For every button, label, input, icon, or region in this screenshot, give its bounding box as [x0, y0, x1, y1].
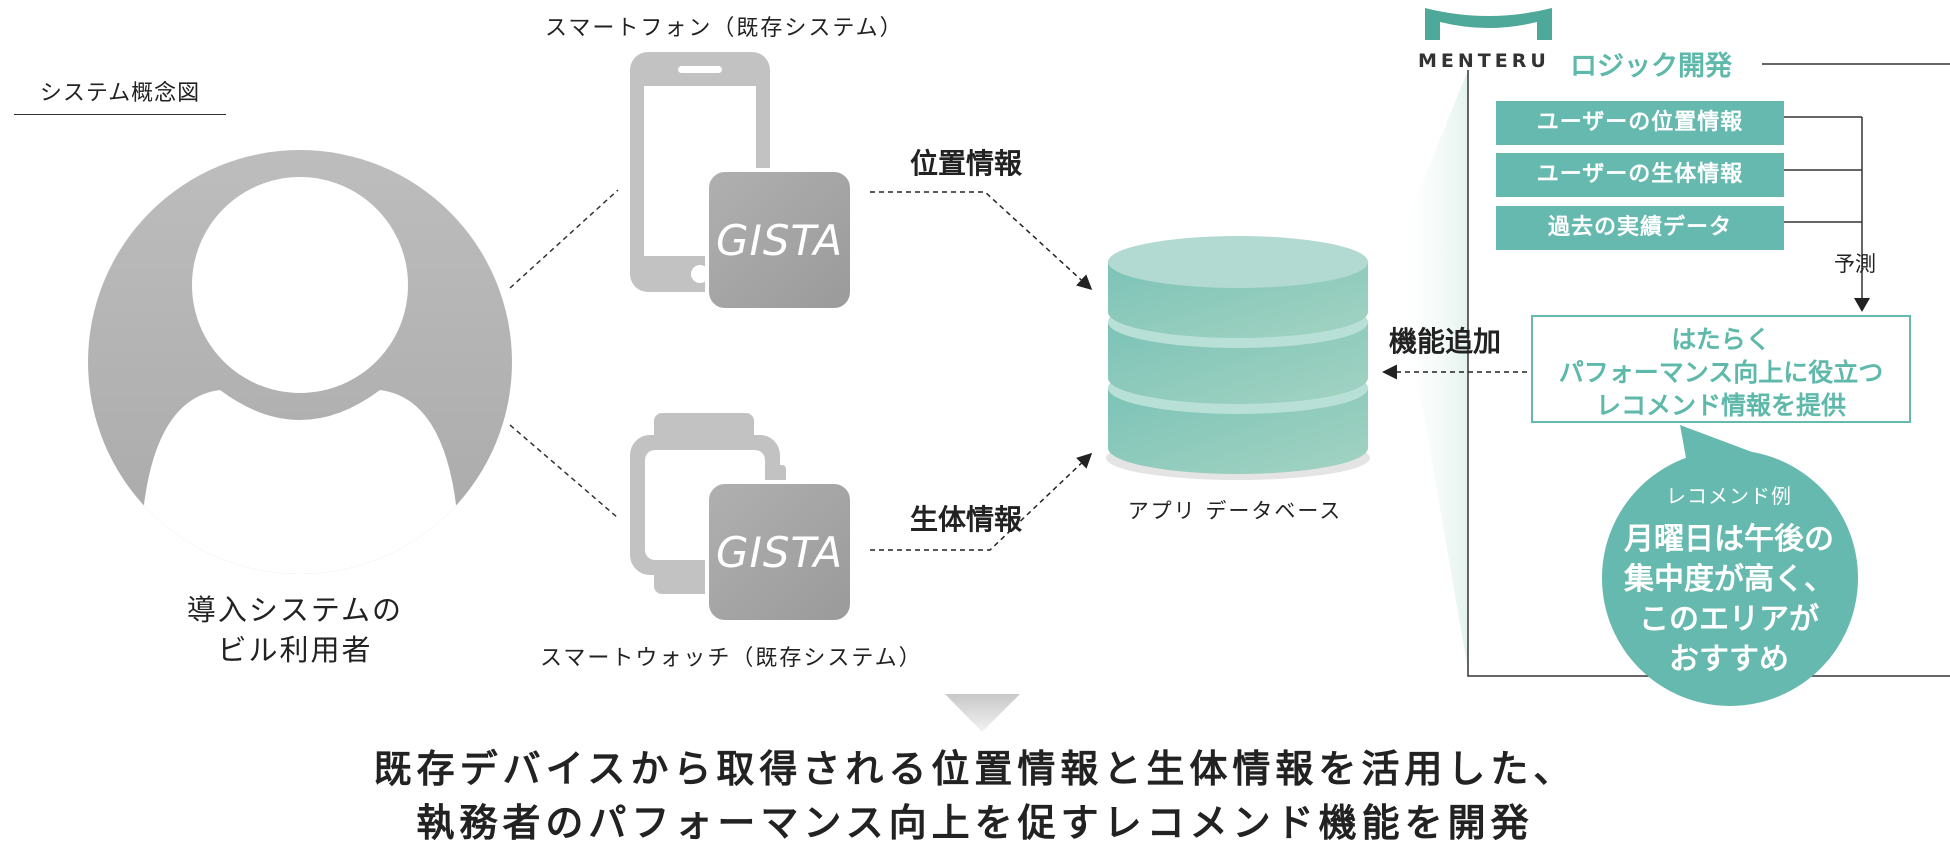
link-user-phone — [509, 189, 619, 289]
input-location: ユーザーの位置情報 — [1496, 101, 1784, 145]
smartphone-caption: スマートフォン（既存システム） — [545, 16, 904, 41]
user-avatar — [88, 150, 512, 574]
logic-title: ロジック開発 — [1570, 51, 1732, 82]
down-arrow-icon — [945, 694, 1020, 732]
conclusion-line2: 執務者のパフォーマンス向上を促すレコメンド機能を開発 — [416, 801, 1534, 845]
database-caption: アプリ データベース — [1127, 499, 1343, 523]
recommend-box: はたらく パフォーマンス向上に役立つ レコメンド情報を提供 — [1531, 315, 1911, 423]
smartwatch-caption: スマートウォッチ（既存システム） — [540, 646, 923, 671]
example-line3: このエリアが — [1639, 602, 1819, 637]
conclusion-line1: 既存デバイスから取得される位置情報と生体情報を活用した、 — [373, 747, 1577, 791]
arrow-biometric-to-db — [870, 452, 1093, 551]
input-past-data: 過去の実績データ — [1496, 206, 1784, 250]
example-line4: おすすめ — [1669, 642, 1789, 677]
gista-app-icon-watch — [705, 480, 854, 624]
recommend-example-bubble — [1602, 425, 1858, 706]
recommend-line2: パフォーマンス向上に役立つ — [1558, 358, 1884, 387]
user-caption: 導入システムの ビル利用者 — [120, 590, 470, 670]
gista-label-phone: GISTA — [715, 216, 844, 265]
biometric-label: 生体情報 — [910, 503, 1023, 536]
logic-panel-fan — [1395, 70, 1468, 670]
link-user-watch — [509, 424, 619, 519]
user-caption-line2: ビル利用者 — [217, 633, 373, 667]
location-label: 位置情報 — [910, 147, 1023, 180]
input-biometric: ユーザーの生体情報 — [1496, 153, 1784, 197]
example-text: 月曜日は午後の 集中度が高く、 このエリアが おすすめ — [1594, 520, 1864, 680]
recommend-line3: レコメンド情報を提供 — [1595, 391, 1846, 420]
example-line1: 月曜日は午後の — [1624, 522, 1834, 557]
arrow-location-to-db — [870, 191, 1093, 291]
gista-label-watch: GISTA — [715, 528, 844, 577]
brand-name: MENTERU — [1418, 50, 1550, 72]
gista-app-icon-phone — [705, 168, 854, 312]
concept-title: システム概念図 — [14, 78, 226, 115]
database-icon — [1106, 236, 1370, 480]
recommend-line1: はたらく — [1671, 325, 1771, 354]
predict-connector — [1784, 116, 1870, 312]
user-caption-line1: 導入システムの — [186, 593, 404, 627]
example-title: レコメンド例 — [1666, 484, 1792, 508]
menteru-logo-icon — [1425, 8, 1552, 40]
example-line2: 集中度が高く、 — [1624, 562, 1834, 597]
predict-label: 予測 — [1834, 252, 1876, 276]
feature-add-label: 機能追加 — [1389, 325, 1502, 358]
